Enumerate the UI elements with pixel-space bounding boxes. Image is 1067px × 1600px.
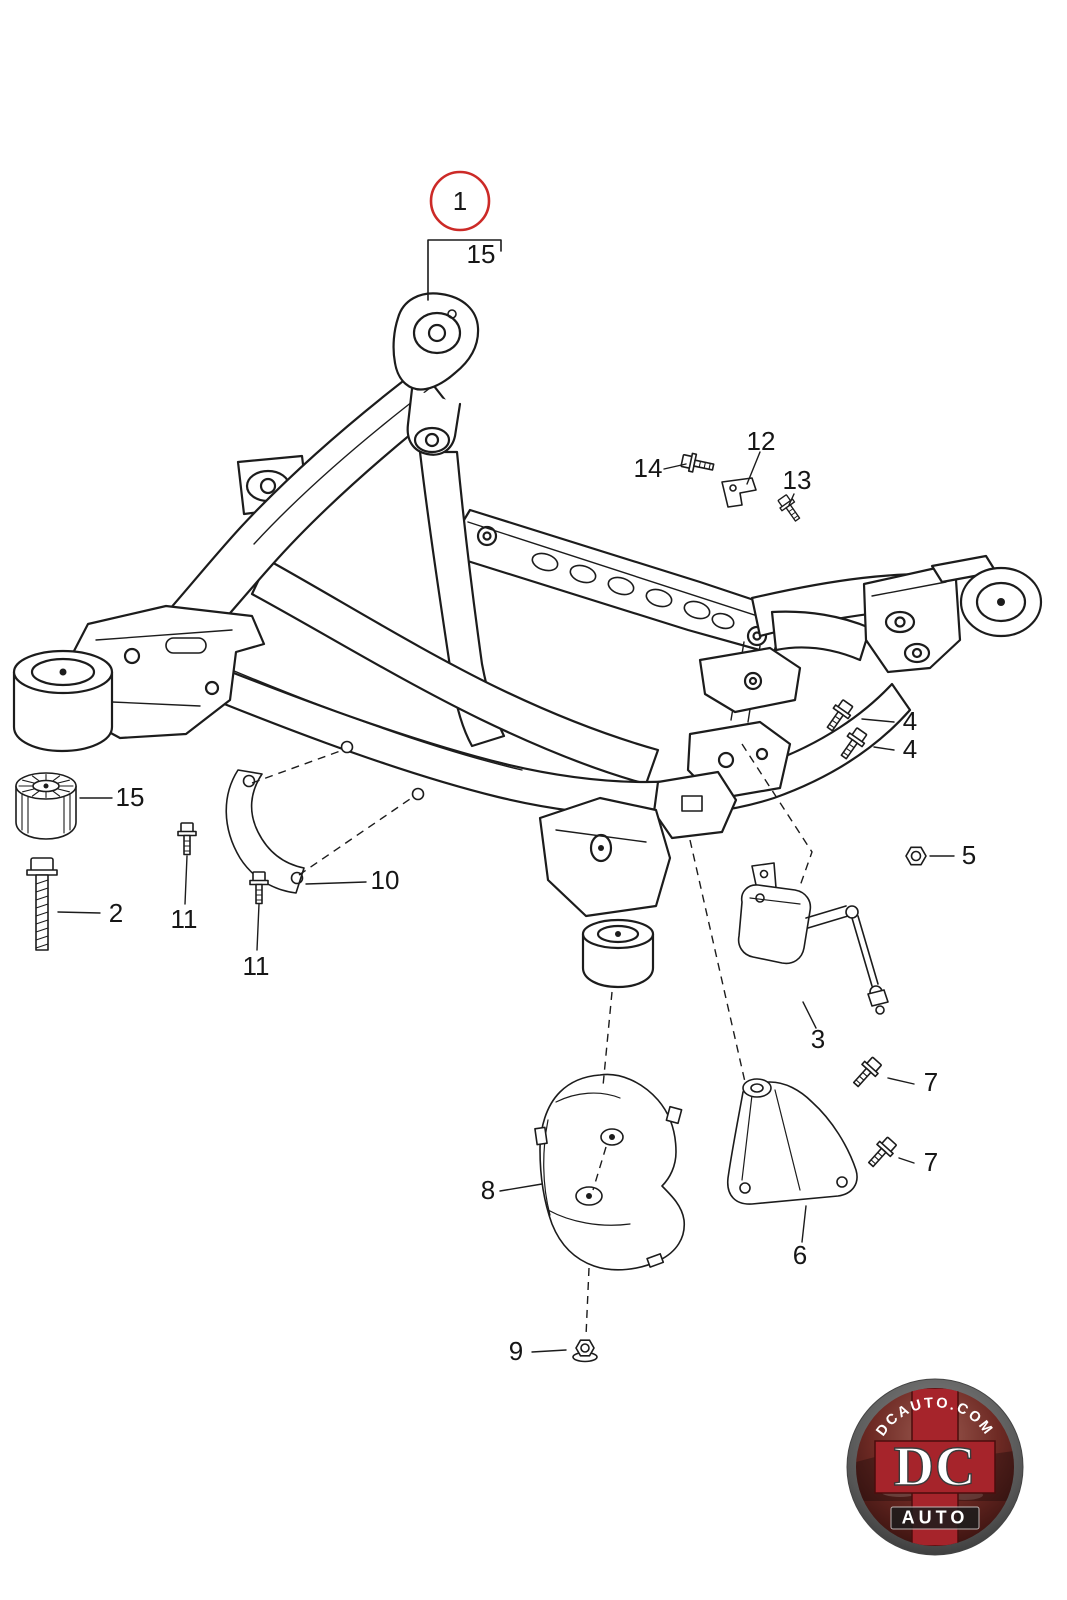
callout-label-14: 14 [634,453,663,483]
bracket-10 [225,769,305,894]
callout-label-3: 3 [811,1024,825,1054]
callout-label-1: 1 [453,186,467,216]
callout-label-7a: 7 [924,1067,938,1097]
callout-label-11a: 11 [171,904,198,934]
callout-label-4a: 4 [903,706,917,736]
bolt-13 [777,494,801,522]
callout-label-10: 10 [371,865,400,895]
callout-label-2: 2 [109,898,123,928]
left-mount [12,604,266,753]
callout-label-15-top: 15 [467,239,496,269]
top-mount [392,292,480,456]
callout-label-11b: 11 [243,951,270,981]
nut-5 [905,846,927,866]
bolt-2 [26,857,58,951]
callout-label-12: 12 [747,426,776,456]
sensor-3 [737,862,889,1015]
callout-label-15-left: 15 [116,782,145,812]
callout-label-13: 13 [783,465,812,495]
highlight-circle [429,170,491,232]
front-left-tube [418,450,506,748]
bushing-15 [15,772,77,840]
heat-shield-8 [534,1073,685,1271]
bolt-4b [840,727,868,760]
callout-labels: 1 15 14 12 13 4 4 5 3 15 2 11 11 10 8 9 … [109,186,976,1366]
logo-monogram-text: DC [894,1436,977,1498]
logo-cross-horizontal [874,1440,996,1494]
callout-label-4b: 4 [903,734,917,764]
center-brackets [652,641,802,840]
callout-label-6: 6 [793,1240,807,1270]
subframe-assembly [12,292,1043,989]
callout-label-8: 8 [481,1175,495,1205]
bolt-11a [177,822,197,856]
leader-lines [57,239,955,1353]
bracket-6 [727,1078,858,1205]
rear-crossmember [450,508,786,656]
callout-label-9: 9 [509,1336,523,1366]
callout-label-7b: 7 [924,1147,938,1177]
bolt-4a [826,699,854,732]
nut-9 [572,1339,598,1363]
dcauto-logo-badge: DCAUTO.COM DC AUTO [846,1378,1024,1556]
beam-right-link [770,610,872,662]
center-lower-mount [538,796,672,989]
bolt-11b [249,871,269,905]
bolt-7b [867,1136,897,1168]
bolt-7a [852,1056,882,1088]
logo-auto-ribbon [890,1506,980,1530]
bracket-12 [721,477,757,508]
right-mount [862,554,1043,674]
assembly-dashed-lines [251,743,813,1337]
logo-auto-text: AUTO [902,1508,969,1528]
callout-label-5: 5 [962,840,976,870]
